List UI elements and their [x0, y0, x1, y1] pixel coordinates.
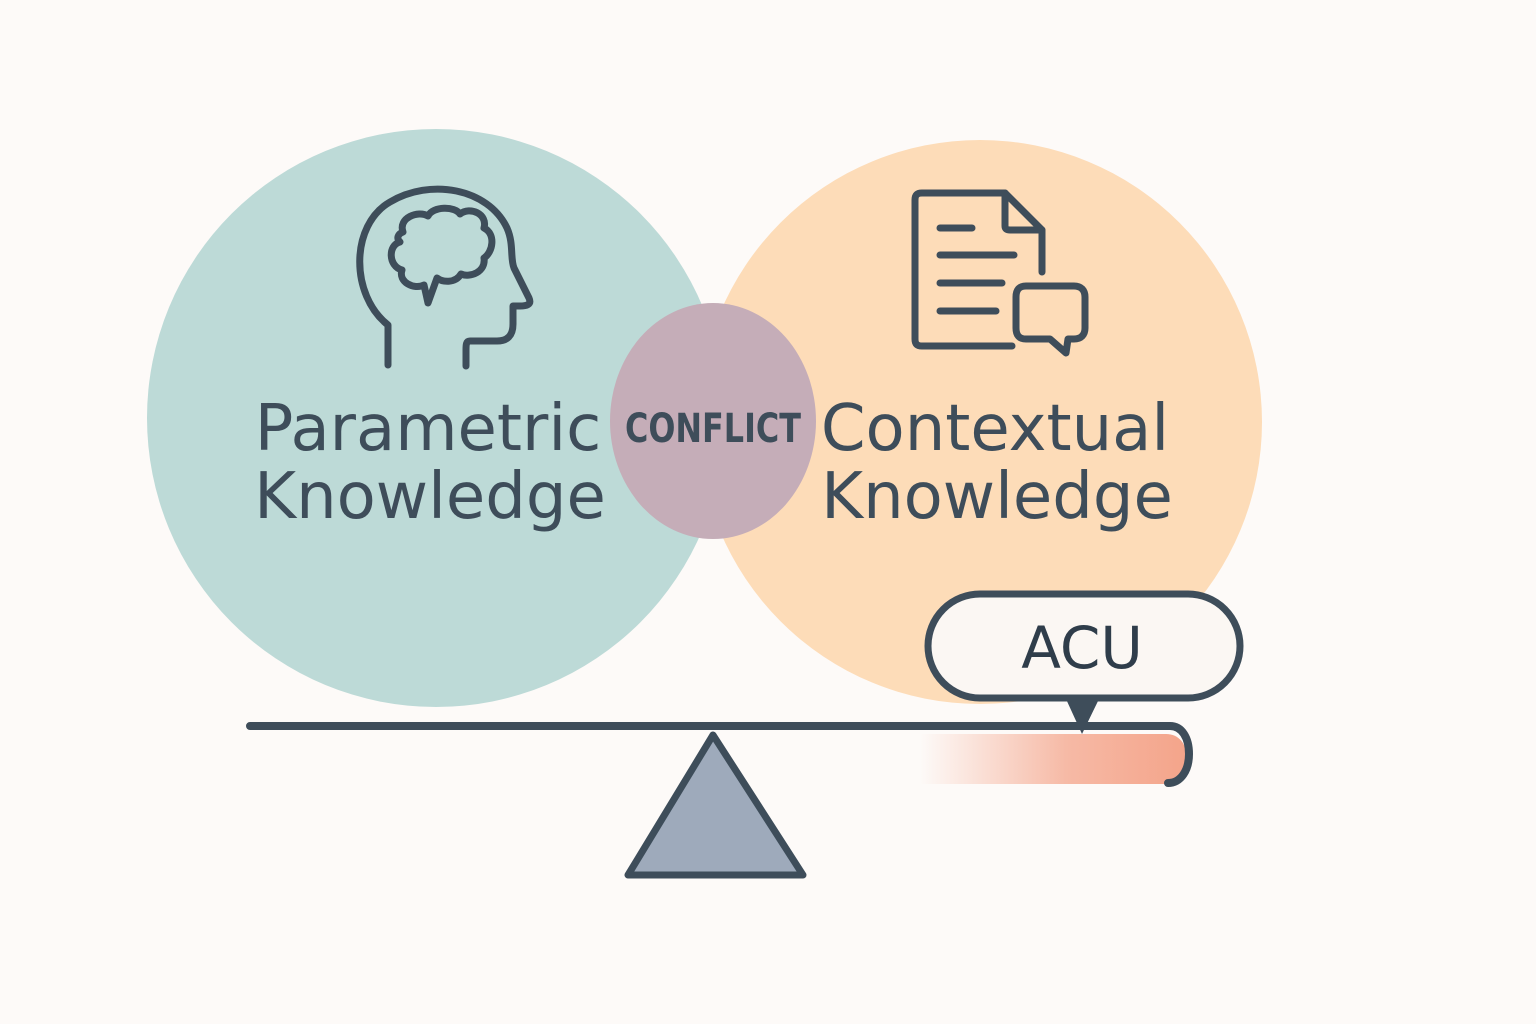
contextual-label-line2: Knowledge — [821, 460, 1173, 534]
acu-gradient-bar — [920, 734, 1187, 784]
parametric-label-line1: Parametric — [255, 392, 602, 466]
conflict-label: CONFLICT — [625, 406, 801, 452]
parametric-knowledge-circle — [147, 129, 725, 707]
seesaw-fulcrum — [624, 731, 807, 879]
conflict-circle — [610, 303, 816, 539]
document-chat-icon — [911, 189, 1089, 357]
contextual-label-line1: Contextual — [821, 392, 1169, 466]
brain-head-icon — [356, 185, 534, 370]
acu-label: ACU — [1021, 614, 1143, 682]
contextual-knowledge-circle — [698, 140, 1262, 704]
acu-badge: ACU — [924, 590, 1244, 734]
seesaw-beam — [246, 722, 1193, 787]
parametric-label-line2: Knowledge — [254, 460, 606, 534]
